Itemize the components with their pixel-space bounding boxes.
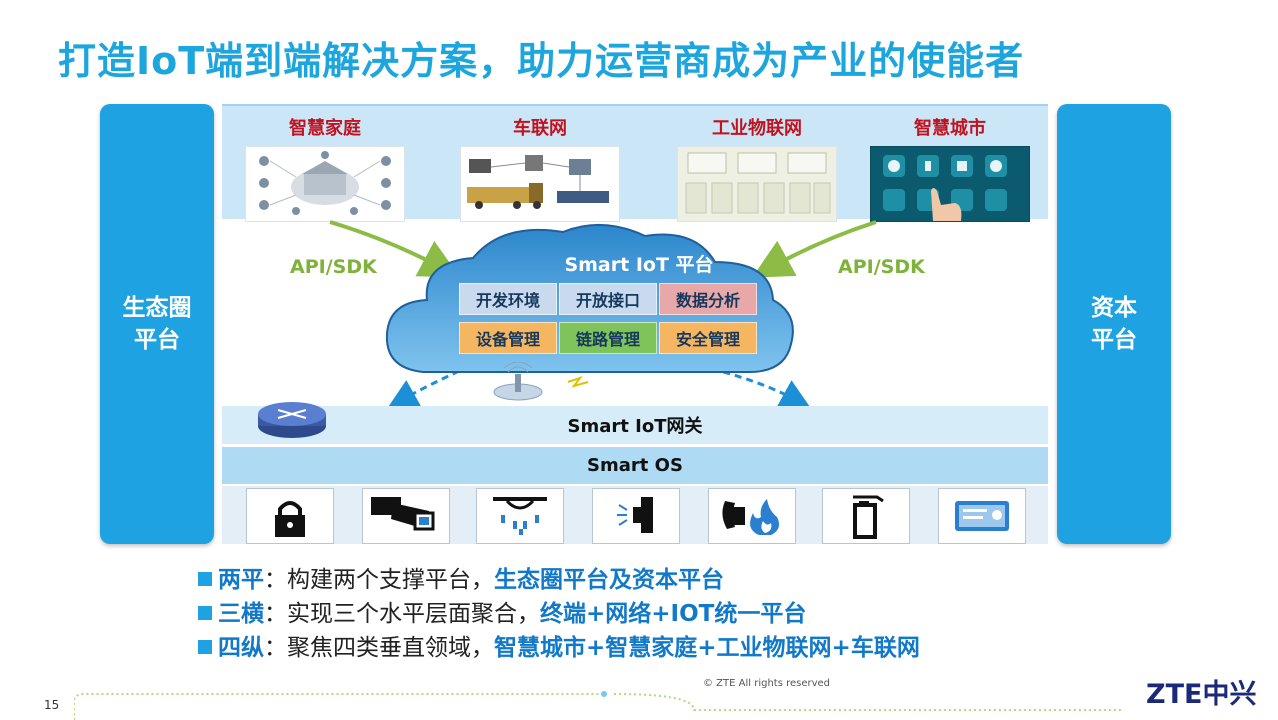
- bullet-text: 构建两个支撑平台，: [287, 567, 494, 593]
- router-icon: [258, 402, 326, 438]
- bullet-two-platforms: 两平：构建两个支撑平台，生态圈平台及资本平台: [198, 563, 920, 597]
- pillar-label-line: 平台: [1091, 327, 1137, 353]
- pillar-label-line: 资本: [1091, 295, 1137, 321]
- sprinkler-icon: [476, 488, 564, 544]
- page-number: 15: [44, 698, 60, 712]
- zte-logo: ZTE中兴: [1146, 679, 1257, 710]
- domain-smart-home: 智慧家庭: [240, 114, 410, 222]
- gas-alarm-icon: [708, 488, 796, 544]
- api-sdk-label-left: API/SDK: [290, 256, 377, 278]
- module-open-api: 开放接口: [559, 283, 657, 315]
- bullet-colon: ：: [264, 567, 287, 593]
- bullet-highlight: 终端+网络+IOT统一平台: [540, 601, 807, 627]
- smart-os-band: Smart OS: [222, 447, 1048, 484]
- module-device-management: 设备管理: [459, 322, 557, 354]
- domain-industrial-iot: 工业物联网: [672, 114, 842, 222]
- smart-home-image: [245, 146, 405, 222]
- gateway-label: Smart IoT网关: [567, 416, 703, 437]
- camera-icon: [362, 488, 450, 544]
- wireless-antenna-icon: [493, 362, 589, 401]
- ecosystem-platform-pillar: 生态圈 平台: [100, 104, 214, 544]
- platform-title: Smart IoT 平台: [564, 254, 714, 276]
- bullet-square-icon: [198, 606, 212, 620]
- capital-platform-pillar: 资本 平台: [1057, 104, 1171, 544]
- bullet-square-icon: [198, 640, 212, 654]
- module-dev-environment: 开发环境: [459, 283, 557, 315]
- module-data-analytics: 数据分析: [659, 283, 757, 315]
- bullet-text: 实现三个水平层面聚合，: [287, 601, 540, 627]
- bullet-text: 聚焦四类垂直领域，: [287, 635, 494, 661]
- page-title: 打造IoT端到端解决方案，助力运营商成为产业的使能者: [58, 39, 1025, 83]
- connected-vehicles-image: [460, 146, 620, 222]
- copyright-notice: © ZTE All rights reserved: [703, 678, 831, 689]
- bullet-highlight: 智慧城市+智慧家庭+工业物联网+车联网: [494, 635, 920, 661]
- pillar-label-line: 生态圈: [122, 295, 192, 321]
- smart-iot-gateway-band: Smart IoT网关: [222, 406, 1048, 444]
- pillar-label-line: 平台: [134, 327, 180, 353]
- terminal-devices-strip: [222, 486, 1048, 544]
- bullet-highlight: 生态圈平台及资本平台: [494, 567, 724, 593]
- bullet-colon: ：: [264, 601, 287, 627]
- module-link-management: 链路管理: [559, 322, 657, 354]
- extinguisher-icon: [822, 488, 910, 544]
- vertical-domains-strip: 智慧家庭 车联网: [222, 104, 1048, 222]
- cloud-to-gateway-arrow-left: [387, 364, 471, 408]
- os-label: Smart OS: [587, 455, 683, 476]
- api-sdk-label-right: API/SDK: [838, 256, 925, 278]
- domain-label: 车联网: [513, 118, 567, 139]
- domain-label: 智慧家庭: [289, 118, 361, 139]
- domain-label: 智慧城市: [914, 118, 986, 139]
- industrial-iot-image: [677, 146, 837, 222]
- bullet-three-horizontals: 三横：实现三个水平层面聚合，终端+网络+IOT统一平台: [198, 597, 920, 631]
- bullet-key: 三横: [218, 601, 264, 627]
- domain-connected-vehicles: 车联网: [455, 114, 625, 222]
- bullet-four-verticals: 四纵：聚焦四类垂直领域，智慧城市+智慧家庭+工业物联网+车联网: [198, 631, 920, 665]
- bullet-key: 四纵: [218, 635, 264, 661]
- lock-icon: [246, 488, 334, 544]
- api-arrow-right: [752, 220, 877, 278]
- bullet-key: 两平: [218, 567, 264, 593]
- strategy-bullets: 两平：构建两个支撑平台，生态圈平台及资本平台 三横：实现三个水平层面聚合，终端+…: [198, 563, 920, 665]
- domain-label: 工业物联网: [712, 118, 802, 139]
- module-security-management: 安全管理: [659, 322, 757, 354]
- smart-city-image: [870, 146, 1030, 222]
- footer-dotted-line: [74, 691, 1124, 720]
- bullet-colon: ：: [264, 635, 287, 661]
- light-switch-icon: [592, 488, 680, 544]
- domain-smart-city: 智慧城市: [865, 114, 1035, 222]
- card-reader-icon: [938, 488, 1026, 544]
- bullet-square-icon: [198, 572, 212, 586]
- api-arrow-left: [329, 220, 461, 278]
